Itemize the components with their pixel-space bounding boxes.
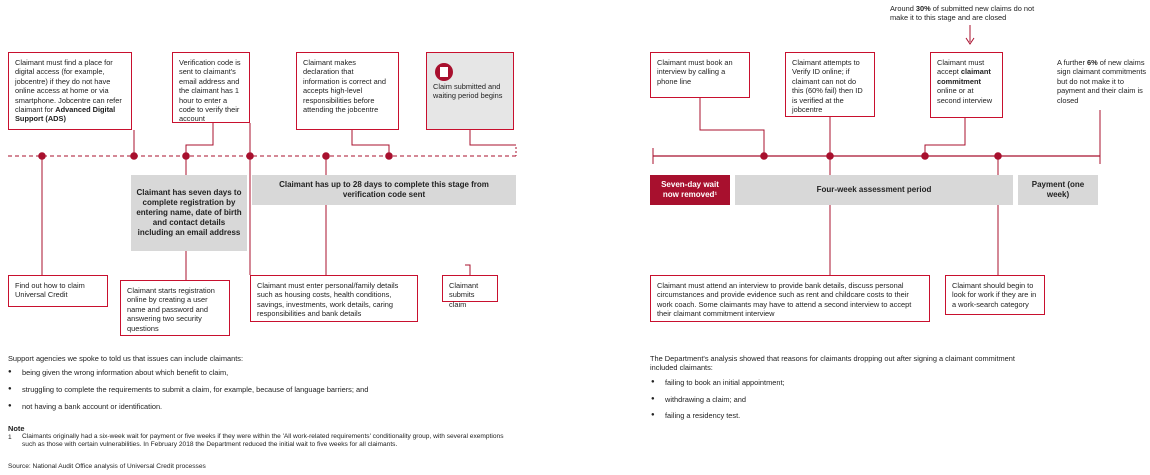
twenty-eight-days-band: Claimant has up to 28 days to complete t… — [252, 175, 516, 205]
personal-details-box: Claimant must enter personal/family deta… — [250, 275, 418, 322]
payment-band: Payment (one week) — [1018, 175, 1098, 205]
support-item: struggling to complete the requirements … — [8, 385, 422, 395]
start-registration-box: Claimant starts registration online by c… — [120, 280, 230, 336]
note-heading: Note — [8, 424, 25, 433]
source-line: Source: National Audit Office analysis o… — [8, 463, 206, 470]
department-item: failing to book an initial appointment; — [651, 378, 965, 388]
digital-access-box: Claimant must find a place for digital a… — [8, 52, 132, 130]
seven-days-band: Claimant has seven days to complete regi… — [131, 175, 247, 251]
verification-code-box: Verification code is sent to claimant's … — [172, 52, 250, 123]
claim-submitted-box: Claim submitted and waiting period begin… — [426, 52, 514, 130]
note-number: 1 — [8, 434, 12, 441]
department-item: failing a residency test. — [651, 411, 965, 421]
timeline-dots — [38, 152, 1002, 160]
dropout-30-note: Around 30% of submitted new claims do no… — [890, 4, 1035, 23]
department-intro: The Department's analysis showed that re… — [650, 354, 1015, 373]
dropout-6-note: A further 6% of new claims sign claimant… — [1057, 58, 1147, 105]
book-interview-box: Claimant must book an interview by calli… — [650, 52, 750, 98]
document-stack-icon — [435, 60, 453, 81]
support-intro: Support agencies we spoke to told us tha… — [8, 354, 243, 363]
find-out-box: Find out how to claim Universal Credit — [8, 275, 108, 307]
support-item: being given the wrong information about … — [8, 368, 422, 378]
department-item: withdrawing a claim; and — [651, 395, 965, 405]
verify-id-box: Claimant attempts to Verify ID online; i… — [785, 52, 875, 117]
attend-interview-box: Claimant must attend an interview to pro… — [650, 275, 930, 322]
claimant-commitment-box: Claimant must accept claimant commitment… — [930, 52, 1003, 118]
seven-day-wait-band: Seven-day wait now removed¹ — [650, 175, 730, 205]
look-for-work-box: Claimant should begin to look for work i… — [945, 275, 1045, 315]
support-item: not having a bank account or identificat… — [8, 402, 422, 412]
submits-claim-box: Claimant submits claim — [442, 275, 498, 309]
note-text: Claimants originally had a six-week wait… — [22, 433, 504, 449]
declaration-box: Claimant makes declaration that informat… — [296, 52, 399, 130]
four-week-band: Four-week assessment period — [735, 175, 1013, 205]
